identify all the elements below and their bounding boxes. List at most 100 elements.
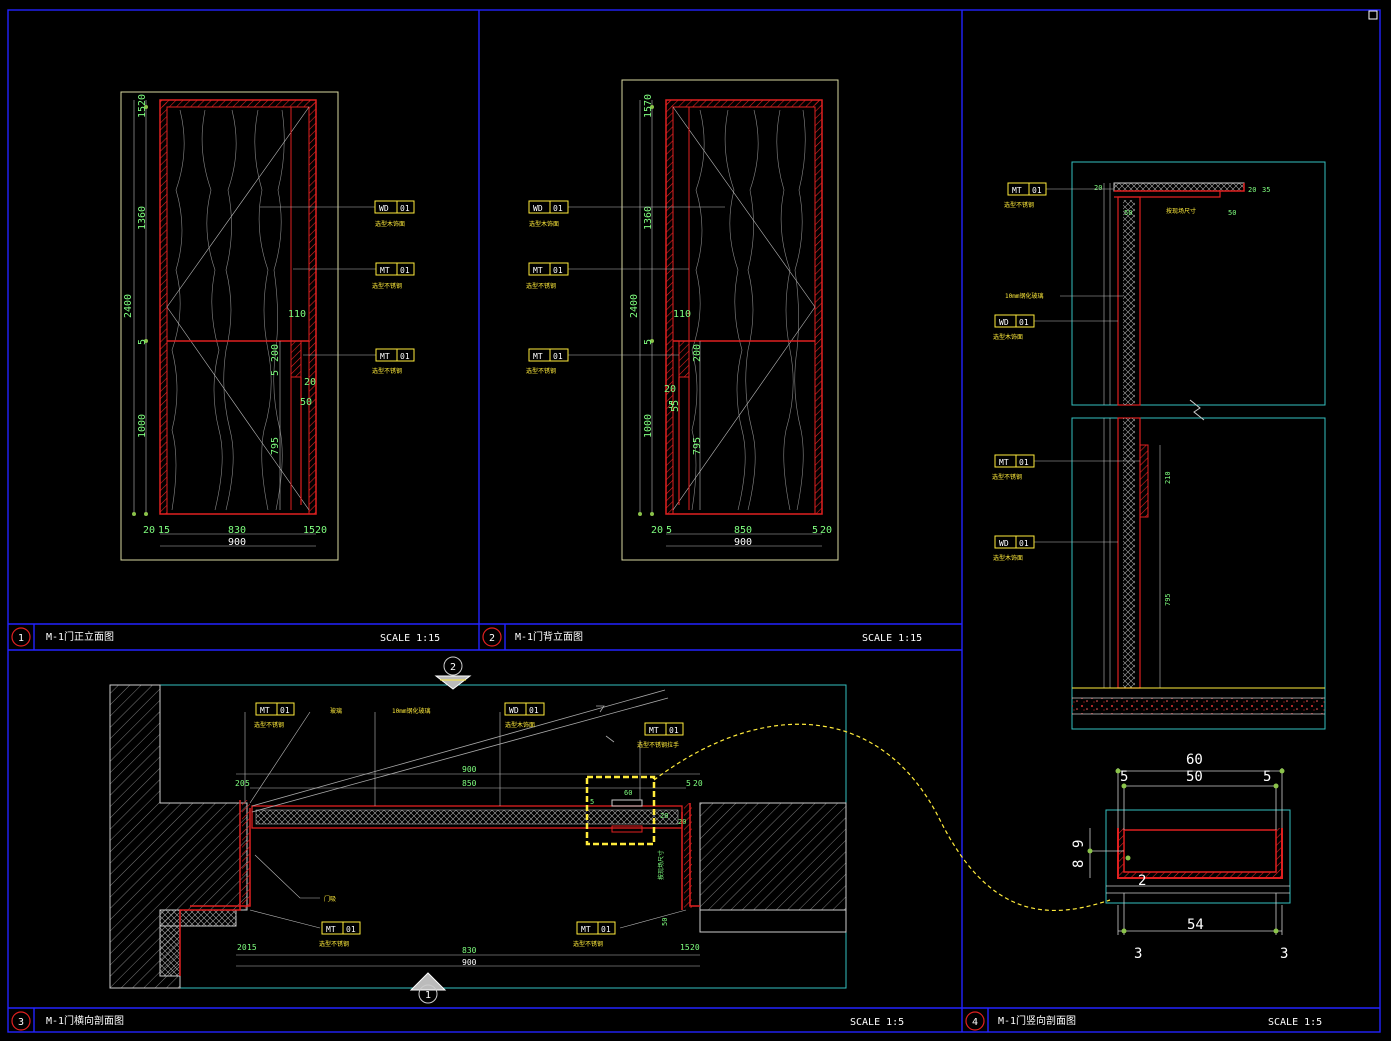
svg-text:15: 15: [680, 943, 690, 952]
plan-tag-mt01-a: MT 01 选型不锈钢: [254, 702, 295, 729]
vsec-tag-mt01-b: MT 01 选型不锈钢: [992, 454, 1035, 481]
svg-text:795: 795: [270, 437, 281, 455]
svg-text:选型木饰面: 选型木饰面: [375, 220, 405, 228]
svg-text:选型不锈钢: 选型不锈钢: [1004, 201, 1034, 209]
svg-text:1000: 1000: [643, 414, 654, 438]
panel-1-scale: SCALE 1:15: [380, 633, 440, 644]
svg-text:选型不锈钢: 选型不锈钢: [526, 367, 556, 375]
svg-text:110: 110: [673, 309, 691, 320]
plan-note-glass: 玻璃: [330, 707, 342, 715]
svg-text:MT: MT: [326, 925, 336, 934]
svg-text:1: 1: [425, 990, 431, 1001]
svg-text:795: 795: [692, 437, 703, 455]
svg-text:MT: MT: [533, 352, 543, 361]
svg-text:900: 900: [462, 765, 477, 774]
svg-text:5: 5: [1263, 769, 1271, 785]
horizontal-section: 900 850 20 5 5 20 20 15 830 15 20 900 60…: [109, 656, 1111, 1004]
section-marker-2: 2: [434, 656, 472, 690]
e1-dim-1000: 1000: [137, 414, 148, 438]
svg-text:选型不锈钢: 选型不锈钢: [526, 282, 556, 290]
svg-text:5: 5: [812, 525, 818, 536]
e1-dim-2400: 2400: [123, 294, 134, 318]
svg-text:5: 5: [668, 400, 674, 411]
svg-text:20: 20: [1248, 186, 1256, 194]
svg-text:15: 15: [158, 525, 170, 536]
e2-tag-mt01-a: MT 01 选型不锈钢: [526, 262, 569, 290]
detail-callout-box: [585, 775, 656, 846]
svg-text:200: 200: [270, 344, 281, 362]
svg-text:01: 01: [1032, 186, 1042, 195]
svg-text:选型不锈钢: 选型不锈钢: [319, 940, 349, 948]
vsec-note-glass: 10mm钢化玻璃: [1005, 292, 1043, 300]
plan-tag-mt01-handle: MT 01 选型不锈钢拉手: [637, 722, 684, 749]
corner-mark: [1368, 10, 1378, 20]
svg-text:MT: MT: [260, 706, 270, 715]
svg-text:900: 900: [462, 958, 477, 967]
svg-text:20: 20: [235, 779, 245, 788]
svg-text:50: 50: [1124, 209, 1132, 217]
svg-text:830: 830: [462, 946, 477, 955]
svg-text:20: 20: [237, 943, 247, 952]
svg-text:2400: 2400: [629, 294, 640, 318]
vertical-section: 20 20 35 50 50 210 795 按现场尺寸 10mm钢化玻璃 MT…: [992, 161, 1326, 730]
svg-text:20: 20: [315, 525, 327, 536]
svg-text:选型木饰面: 选型木饰面: [505, 721, 535, 729]
vsec-tag-wd01-a: WD 01 选型木饰面: [993, 314, 1035, 341]
svg-text:15: 15: [303, 525, 315, 536]
plan-tag-wd01: WD 01 选型木饰面: [504, 702, 545, 729]
e1-dim-top: 1520: [137, 94, 148, 118]
svg-text:210: 210: [1164, 471, 1172, 484]
svg-text:MT: MT: [999, 458, 1009, 467]
panel-2-title: M-1门背立面图: [515, 630, 583, 643]
plan-note-tempered: 10mm钢化玻璃: [392, 707, 430, 715]
svg-text:9: 9: [1071, 840, 1087, 848]
svg-text:MT: MT: [649, 726, 659, 735]
e2-tag-wd01: WD 01 选型木饰面: [528, 200, 569, 228]
svg-text:795: 795: [1164, 593, 1172, 606]
svg-text:20: 20: [651, 525, 663, 536]
svg-text:20: 20: [304, 377, 316, 388]
e1-total-width: 900: [228, 537, 246, 548]
panel-2-scale: SCALE 1:15: [862, 633, 922, 644]
svg-text:850: 850: [462, 779, 477, 788]
svg-text:20: 20: [693, 779, 703, 788]
e1-dim-5: 5: [137, 339, 148, 345]
svg-text:01: 01: [529, 706, 539, 715]
svg-text:35: 35: [1262, 186, 1270, 194]
svg-text:850: 850: [734, 525, 752, 536]
svg-text:5: 5: [1120, 769, 1128, 785]
handle-detail: 60 50 5 5 9 8 2 54 3 3: [1071, 752, 1291, 962]
panel-titles: 1 M-1门正立面图 SCALE 1:15 2 M-1门背立面图 SCALE 1…: [11, 627, 1322, 1031]
svg-text:50: 50: [661, 918, 669, 926]
panel-1-num: 1: [18, 633, 24, 644]
svg-text:15: 15: [247, 943, 257, 952]
svg-text:WD: WD: [379, 204, 389, 213]
svg-text:MT: MT: [1012, 186, 1022, 195]
svg-text:选型木饰面: 选型木饰面: [993, 554, 1023, 562]
svg-text:5: 5: [686, 779, 691, 788]
svg-text:20: 20: [660, 812, 668, 820]
svg-text:选型不锈钢: 选型不锈钢: [992, 473, 1022, 481]
svg-text:01: 01: [1019, 318, 1029, 327]
vsec-tag-mt01-a: MT 01 选型不锈钢: [1004, 182, 1047, 209]
panel-3-scale: SCALE 1:5: [850, 1017, 904, 1028]
e1-tag-mt01-b: MT 01 选型不锈钢: [372, 348, 415, 375]
svg-text:01: 01: [346, 925, 356, 934]
svg-text:54: 54: [1187, 917, 1204, 933]
sheet-frame: [7, 9, 1381, 1033]
svg-text:60: 60: [624, 789, 632, 797]
svg-text:50: 50: [300, 397, 312, 408]
svg-text:01: 01: [601, 925, 611, 934]
panel-4-scale: SCALE 1:5: [1268, 1017, 1322, 1028]
plan-tag-mt01-b: MT 01 选型不锈钢: [319, 921, 361, 948]
svg-text:5: 5: [643, 339, 654, 345]
svg-text:MT: MT: [380, 352, 390, 361]
svg-text:5: 5: [590, 798, 594, 806]
e1-dim-1360: 1360: [137, 206, 148, 230]
svg-text:WD: WD: [999, 539, 1009, 548]
e2-tag-mt01-b: MT 01 选型不锈钢: [526, 348, 569, 375]
svg-text:2: 2: [450, 662, 456, 673]
svg-text:01: 01: [669, 726, 679, 735]
svg-text:3: 3: [1134, 946, 1142, 962]
